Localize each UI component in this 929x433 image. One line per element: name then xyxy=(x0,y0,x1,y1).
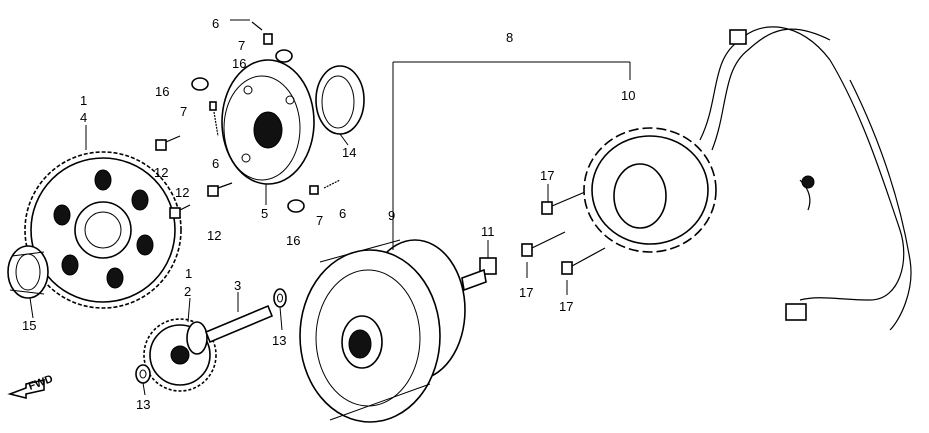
callout-13: 13 xyxy=(136,397,150,412)
wire-harness xyxy=(699,26,912,331)
callout-12: 12 xyxy=(207,228,221,243)
callout-7: 7 xyxy=(238,38,245,53)
washer-left xyxy=(135,364,151,384)
callout-17: 17 xyxy=(540,168,554,183)
callout-13: 13 xyxy=(272,333,286,348)
callout-5: 5 xyxy=(261,206,268,221)
fwd-arrow-icon xyxy=(7,379,45,400)
callout-7: 7 xyxy=(180,104,187,119)
flywheel xyxy=(299,239,466,423)
callout-12: 12 xyxy=(154,165,168,180)
roller-spring-set xyxy=(191,21,341,213)
callout-6: 6 xyxy=(212,156,219,171)
leader-lines xyxy=(29,19,631,396)
callout-9: 9 xyxy=(388,208,395,223)
callout-10: 10 xyxy=(621,88,635,103)
starter-idle-gear xyxy=(143,318,217,392)
callout-4: 4 xyxy=(80,110,87,125)
callout-15: 15 xyxy=(22,318,36,333)
callout-6: 6 xyxy=(339,206,346,221)
flywheel-bolt xyxy=(461,257,497,292)
callout-8: 8 xyxy=(506,30,513,45)
callout-6: 6 xyxy=(212,16,219,31)
callout-3: 3 xyxy=(234,278,241,293)
callout-1: 1 xyxy=(80,93,87,108)
callout-1: 1 xyxy=(185,266,192,281)
callout-14: 14 xyxy=(342,145,356,160)
callout-17: 17 xyxy=(559,299,573,314)
idle-gear-shaft xyxy=(204,304,274,344)
stator xyxy=(583,127,717,253)
callout-16: 16 xyxy=(155,84,169,99)
callout-2: 2 xyxy=(184,284,191,299)
bolts-17 xyxy=(521,191,606,275)
callout-11: 11 xyxy=(481,224,495,239)
callout-7: 7 xyxy=(316,213,323,228)
starter-driven-gear xyxy=(24,151,182,309)
callout-16: 16 xyxy=(286,233,300,248)
bolts-12 xyxy=(155,135,233,219)
starter-clutch xyxy=(221,59,315,185)
needle-bearing xyxy=(7,245,49,299)
callout-17: 17 xyxy=(519,285,533,300)
callout-12: 12 xyxy=(175,185,189,200)
washer-right xyxy=(273,288,287,308)
callout-16: 16 xyxy=(232,56,246,71)
clutch-cover-plate xyxy=(315,65,365,135)
